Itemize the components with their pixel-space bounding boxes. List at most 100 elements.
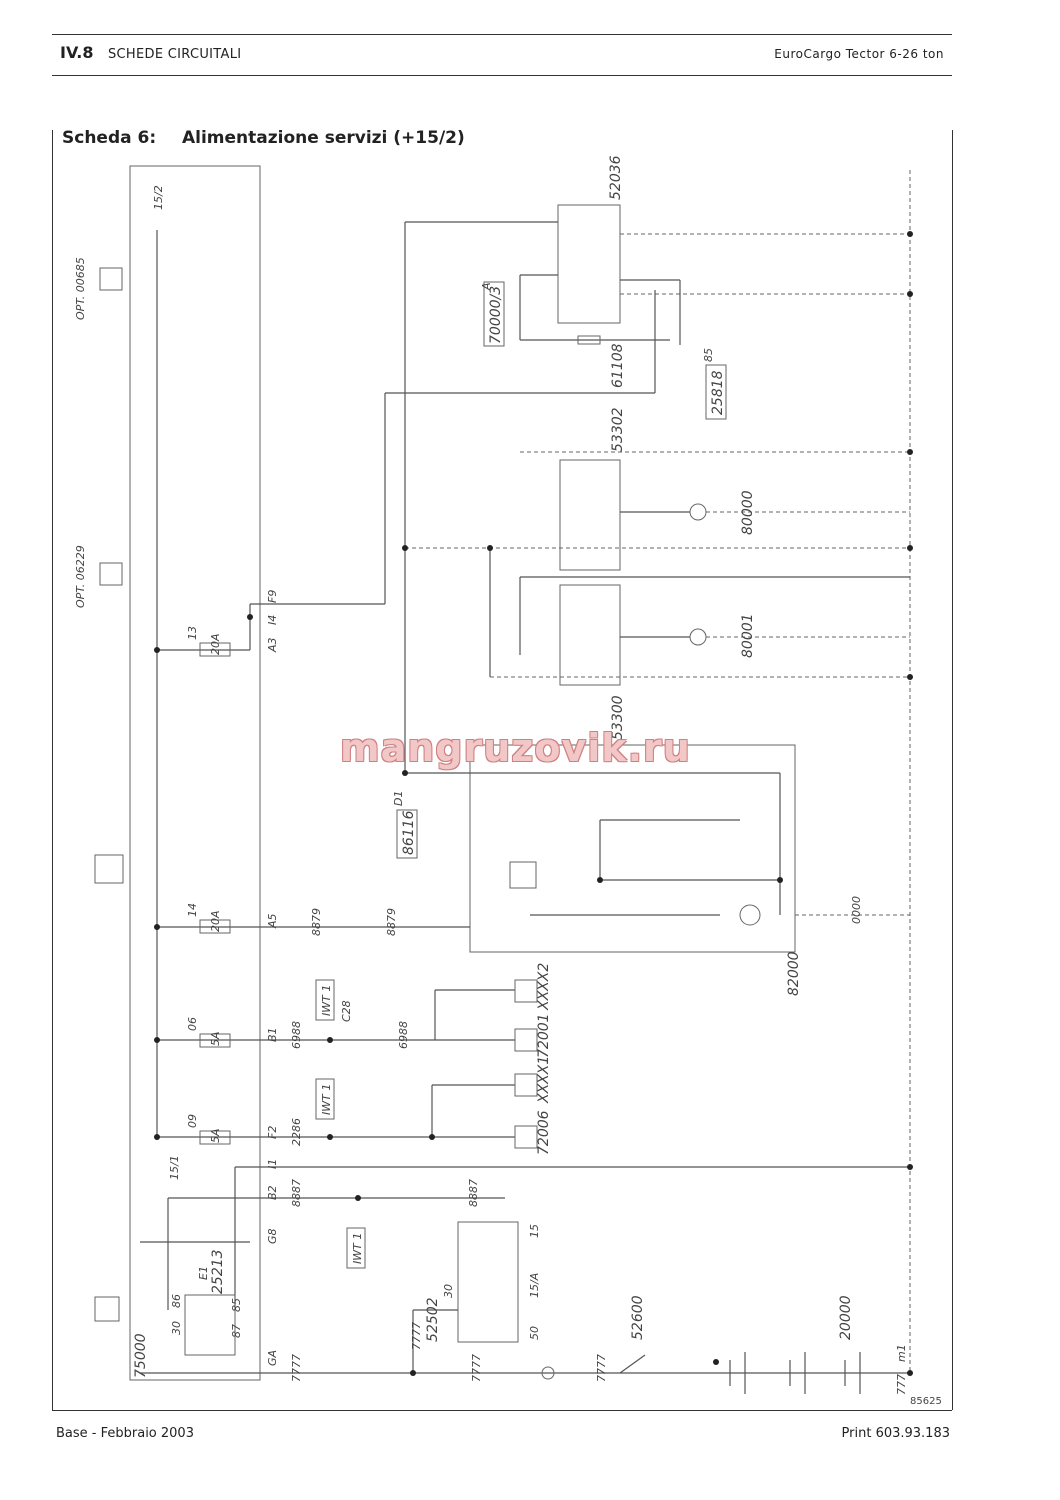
label-c28: C28 <box>340 1000 353 1022</box>
bottom-frame-rule <box>52 1410 952 1411</box>
label-wire-8879a: 8879 <box>310 908 323 936</box>
section-title: SCHEDE CIRCUITALI <box>108 47 242 62</box>
iwt-unit-2 <box>315 1078 335 1120</box>
wiper-icon <box>94 854 124 884</box>
label-25213: 25213 <box>210 1249 226 1294</box>
component-25818 <box>705 364 727 420</box>
label-53300: 53300 <box>610 695 626 740</box>
label-82000: 82000 <box>786 951 802 996</box>
label-fuse-09: 09 <box>186 1114 199 1128</box>
connector-xxxx1 <box>514 1073 538 1097</box>
label-conn-a5: A5 <box>266 913 279 929</box>
ignition-switch-52502 <box>457 1221 519 1343</box>
module-53302 <box>559 459 621 571</box>
label-52036: 52036 <box>608 155 624 200</box>
label-wire-7777c: 7777 <box>470 1354 483 1382</box>
label-wire-2286: 2286 <box>290 1118 303 1146</box>
label-wire-7777b: 7777 <box>410 1322 423 1350</box>
label-777: 777 <box>895 1374 908 1395</box>
fuse-link <box>541 1366 555 1380</box>
label-fuse-13: 13 <box>186 626 199 640</box>
label-fuse-14: 14 <box>186 903 199 917</box>
label-iwt-1a: IWT 1 <box>320 985 333 1016</box>
label-86116: 86116 <box>401 810 417 855</box>
fuse-box-frame <box>129 165 261 1381</box>
label-wire-7777d: 7777 <box>595 1354 608 1382</box>
sheet-title: Alimentazione servizi (+15/2) <box>182 128 465 148</box>
fuse-13 <box>199 642 231 657</box>
label-conn-d1: D1 <box>392 791 405 806</box>
label-70000-3: 70000/3 <box>488 286 504 344</box>
junction-dots <box>154 231 913 1376</box>
connector-72006 <box>514 1125 538 1149</box>
label-xxxx1: XXXX1 <box>536 1056 552 1104</box>
label-80000: 80000 <box>740 490 756 535</box>
footer-edition: Base - Febbraio 2003 <box>56 1426 194 1441</box>
label-pin-85: 85 <box>230 1298 243 1312</box>
label-a: A <box>480 282 493 291</box>
label-m1: m1 <box>895 1344 908 1362</box>
label-conn-i1: I1 <box>266 1159 279 1169</box>
ignition-icon <box>94 1296 120 1322</box>
label-15a: 15/A <box>528 1273 541 1298</box>
left-frame-rule <box>52 130 53 1410</box>
label-pin-30a: 30 <box>170 1321 183 1335</box>
label-85: 85 <box>702 348 715 362</box>
label-wire-7777a: 7777 <box>290 1354 303 1382</box>
option-icon-06229 <box>99 562 123 586</box>
book-title: EuroCargo Tector 6-26 ton <box>774 47 944 61</box>
label-fuse-09-amp: 5A <box>209 1128 222 1143</box>
label-pin-e1: E1 <box>197 1266 210 1280</box>
label-75000: 75000 <box>133 1333 149 1378</box>
label-fuse-06: 06 <box>186 1017 199 1031</box>
page-header: IV.8 SCHEDE CIRCUITALI EuroCargo Tector … <box>52 34 952 76</box>
component-70000-3 <box>483 281 505 347</box>
label-61108: 61108 <box>610 343 626 388</box>
figure-number: 85625 <box>910 1396 942 1407</box>
label-fuse-14-amp: 20A <box>209 910 222 932</box>
label-conn-g8: G8 <box>266 1228 279 1244</box>
label-80001: 80001 <box>740 613 756 658</box>
label-pin-87: 87 <box>230 1324 243 1338</box>
label-53302: 53302 <box>610 407 626 452</box>
label-15-1: 15/1 <box>168 1155 181 1180</box>
label-option-00685: OPT. 00685 <box>74 257 87 320</box>
fuse-14 <box>199 919 231 934</box>
label-conn-f9: F9 <box>266 590 279 603</box>
module-82000 <box>469 744 796 953</box>
label-conn-a3: A3 <box>266 637 279 653</box>
label-52600: 52600 <box>630 1295 646 1340</box>
label-conn-b1: B1 <box>266 1027 279 1042</box>
label-xxxx2: XXXX2 <box>536 963 552 1011</box>
iwt-unit-3 <box>346 1227 366 1269</box>
label-iwt-1b: IWT 1 <box>320 1084 333 1115</box>
motor-80000 <box>689 503 707 521</box>
fuse-09 <box>199 1130 231 1145</box>
label-supply-15-2: 15/2 <box>152 185 165 210</box>
label-conn-ga: GA <box>266 1350 279 1366</box>
iwt-unit-1 <box>315 979 335 1021</box>
label-conn-b2: B2 <box>266 1185 279 1200</box>
label-wire-0000: 0000 <box>850 896 863 924</box>
sheet-label: Scheda 6: <box>62 128 157 148</box>
footer-print-code: Print 603.93.183 <box>841 1426 950 1441</box>
label-20000: 20000 <box>838 1295 854 1340</box>
fuse-06 <box>199 1033 231 1048</box>
wiper-motor <box>739 904 761 926</box>
right-frame-rule <box>952 130 953 1410</box>
watermark: mangruzovik.ru <box>340 726 691 770</box>
label-wire-8887b: 8887 <box>467 1179 480 1207</box>
relay-25213 <box>184 1294 236 1356</box>
connector-72001 <box>514 1028 538 1052</box>
option-icon-00685 <box>99 267 123 291</box>
label-fuse-06-amp: 5A <box>209 1031 222 1046</box>
component-86116 <box>396 809 418 859</box>
module-52036 <box>557 204 621 324</box>
motor-80001 <box>689 628 707 646</box>
label-pin-86: 86 <box>170 1294 183 1308</box>
label-conn-i4: I4 <box>266 615 279 625</box>
label-52502: 52502 <box>425 1297 441 1342</box>
section-number: IV.8 <box>60 43 94 62</box>
label-15: 15 <box>528 1224 541 1238</box>
